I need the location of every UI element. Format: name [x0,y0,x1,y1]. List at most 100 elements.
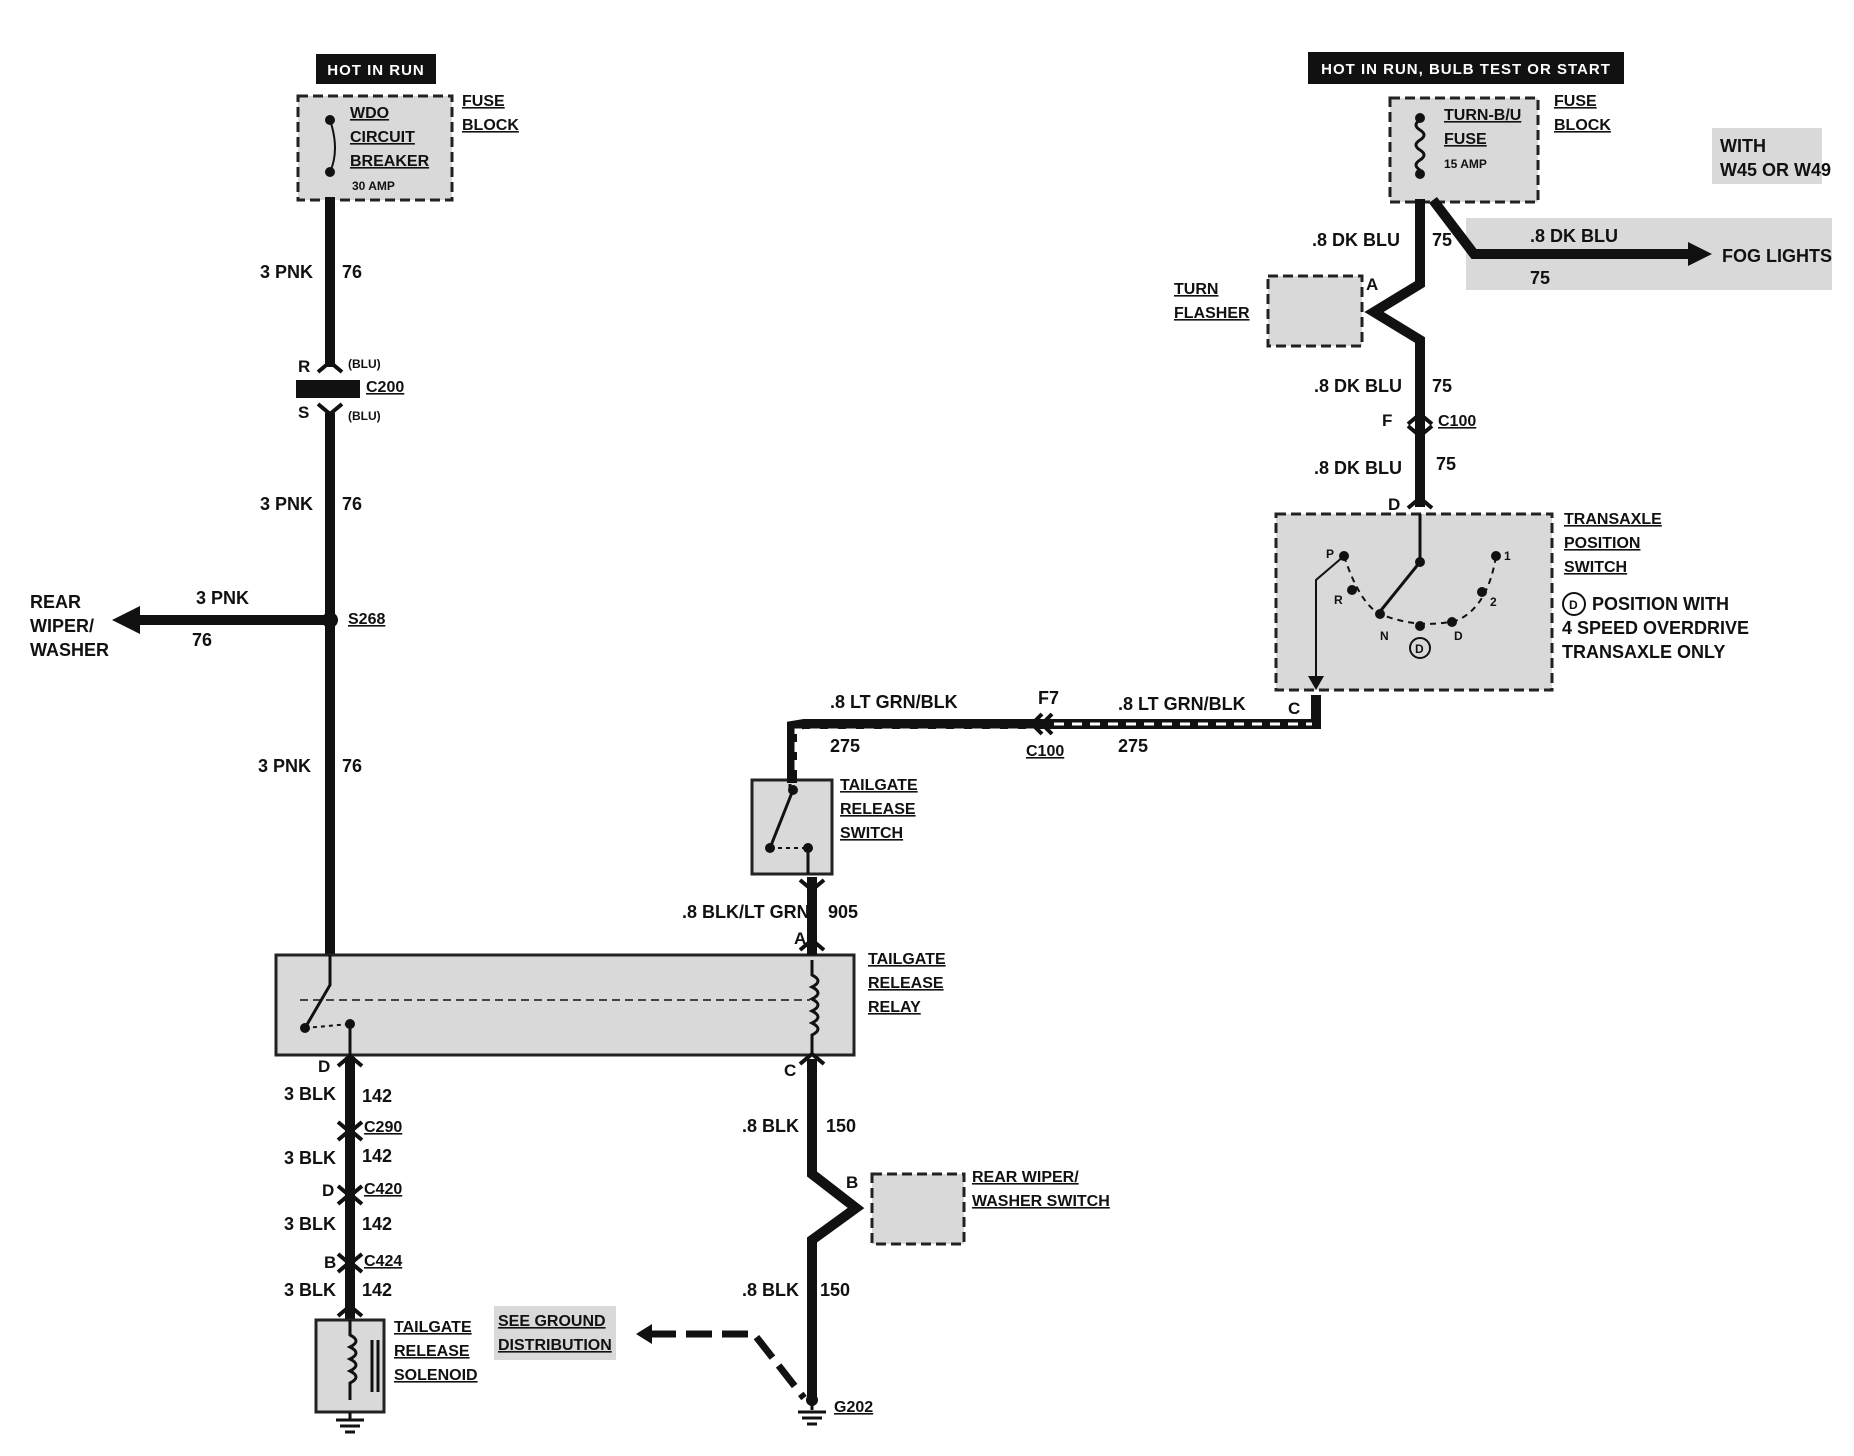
svg-text:142: 142 [362,1086,392,1106]
svg-text:F: F [1382,411,1392,430]
svg-text:WASHER: WASHER [30,640,109,660]
svg-text:C: C [1288,699,1300,718]
svg-text:TRANSAXLE ONLY: TRANSAXLE ONLY [1562,642,1725,662]
svg-text:C: C [784,1061,796,1080]
tailgate-release-relay [274,953,856,1057]
svg-text:3 BLK: 3 BLK [284,1214,336,1234]
svg-text:SOLENOID: SOLENOID [394,1367,478,1384]
wire-fog-lights [1428,196,1695,259]
svg-text:150: 150 [820,1280,850,1300]
svg-text:RELAY: RELAY [868,999,921,1016]
svg-text:.8 BLK/LT GRN: .8 BLK/LT GRN [682,902,810,922]
rear-wiper-washer-label: REAR [30,592,81,612]
svg-text:R: R [1334,593,1343,607]
svg-text:76: 76 [192,630,212,650]
svg-text:76: 76 [342,262,362,282]
connector-c100-f [1406,411,1434,439]
svg-text:15 AMP: 15 AMP [1444,157,1487,171]
svg-text:75: 75 [1432,230,1452,250]
transaxle-switch-label: TRANSAXLE [1564,511,1662,528]
hot-in-run-label: HOT IN RUN [327,62,425,79]
svg-text:WDO: WDO [350,105,389,122]
svg-text:C200: C200 [366,379,404,396]
svg-text:POSITION WITH: POSITION WITH [1592,594,1729,614]
svg-text:3 BLK: 3 BLK [284,1084,336,1104]
svg-text:275: 275 [830,736,860,756]
svg-text:WITH: WITH [1720,136,1766,156]
svg-text:P: P [1326,547,1334,561]
svg-text:2: 2 [1490,595,1497,609]
svg-text:.8 DK BLU: .8 DK BLU [1314,376,1402,396]
transaxle-position-switch: P R N D D 2 1 [1274,495,1554,692]
svg-text:W45 OR W49: W45 OR W49 [1720,160,1831,180]
svg-text:76: 76 [342,756,362,776]
connector-c200: R (BLU) C200 S (BLU) [296,357,404,423]
rear-wiper-switch-label: REAR WIPER/ [972,1169,1079,1186]
svg-text:D: D [1569,598,1578,612]
turn-flasher-label: TURN [1174,281,1218,298]
svg-text:CIRCUIT: CIRCUIT [350,129,415,146]
svg-text:D: D [1388,495,1400,514]
ground-dash-wire [650,1330,807,1401]
hot-in-run-bulb-label: HOT IN RUN, BULB TEST OR START [1321,61,1611,78]
svg-text:C100: C100 [1026,743,1064,760]
svg-text:WIPER/: WIPER/ [30,616,94,636]
svg-text:D: D [1415,642,1424,656]
svg-text:BLOCK: BLOCK [462,117,519,134]
svg-text:TURN-B/U: TURN-B/U [1444,107,1521,124]
svg-text:RELEASE: RELEASE [840,801,916,818]
fog-lights-label: FOG LIGHTS [1722,246,1832,266]
wire-275-right [1045,695,1321,729]
svg-text:1: 1 [1504,549,1511,563]
svg-text:SWITCH: SWITCH [1564,559,1627,576]
svg-text:905: 905 [828,902,858,922]
svg-text:30 AMP: 30 AMP [352,179,395,193]
wire-dk-blu-main [1364,199,1425,507]
svg-text:3 BLK: 3 BLK [284,1280,336,1300]
svg-text:R: R [298,357,310,376]
wire-275-left [787,719,1051,783]
svg-text:G202: G202 [834,1399,873,1416]
svg-text:S268: S268 [348,611,385,628]
svg-text:4 SPEED OVERDRIVE: 4 SPEED OVERDRIVE [1562,618,1749,638]
svg-text:DISTRIBUTION: DISTRIBUTION [498,1337,612,1354]
tailgate-switch-label: TAILGATE [840,777,918,794]
chevron-c [798,1051,826,1066]
svg-text:N: N [1380,629,1389,643]
svg-text:3 BLK: 3 BLK [284,1148,336,1168]
svg-text:C424: C424 [364,1253,402,1270]
svg-text:150: 150 [826,1116,856,1136]
connector-c100-f7 [1029,712,1054,736]
svg-text:76: 76 [342,494,362,514]
svg-text:.8 DK BLU: .8 DK BLU [1530,226,1618,246]
svg-text:3 PNK: 3 PNK [258,756,311,776]
svg-text:75: 75 [1530,268,1550,288]
svg-text:.8 BLK: .8 BLK [742,1116,799,1136]
fuse-block-label-right: FUSE [1554,93,1597,110]
svg-text:C290: C290 [364,1119,402,1136]
svg-text:.8 DK BLU: .8 DK BLU [1312,230,1400,250]
svg-text:3 PNK: 3 PNK [260,262,313,282]
svg-text:SWITCH: SWITCH [840,825,903,842]
svg-text:75: 75 [1432,376,1452,396]
d-position-note: D POSITION WITH 4 SPEED OVERDRIVE TRANSA… [1562,592,1749,662]
svg-text:FLASHER: FLASHER [1174,305,1250,322]
svg-text:S: S [298,403,309,422]
svg-text:BREAKER: BREAKER [350,153,430,170]
svg-text:C100: C100 [1438,413,1476,430]
svg-text:.8 LT GRN/BLK: .8 LT GRN/BLK [830,692,958,712]
svg-text:WASHER SWITCH: WASHER SWITCH [972,1193,1110,1210]
svg-text:A: A [1366,275,1378,294]
svg-text:D: D [1454,629,1463,643]
svg-text:D: D [322,1181,334,1200]
fuse-block-label-left: FUSE [462,93,505,110]
svg-text:POSITION: POSITION [1564,535,1640,552]
svg-text:(BLU): (BLU) [348,409,381,423]
arrow-rear-wiper [112,606,140,634]
hot-in-run-tag: HOT IN RUN [316,54,436,84]
svg-text:RELEASE: RELEASE [868,975,944,992]
svg-text:B: B [324,1253,336,1272]
turn-bu-fuse: TURN-B/U FUSE 15 AMP [1388,96,1540,204]
connector-chevrons-left [336,1053,364,1318]
